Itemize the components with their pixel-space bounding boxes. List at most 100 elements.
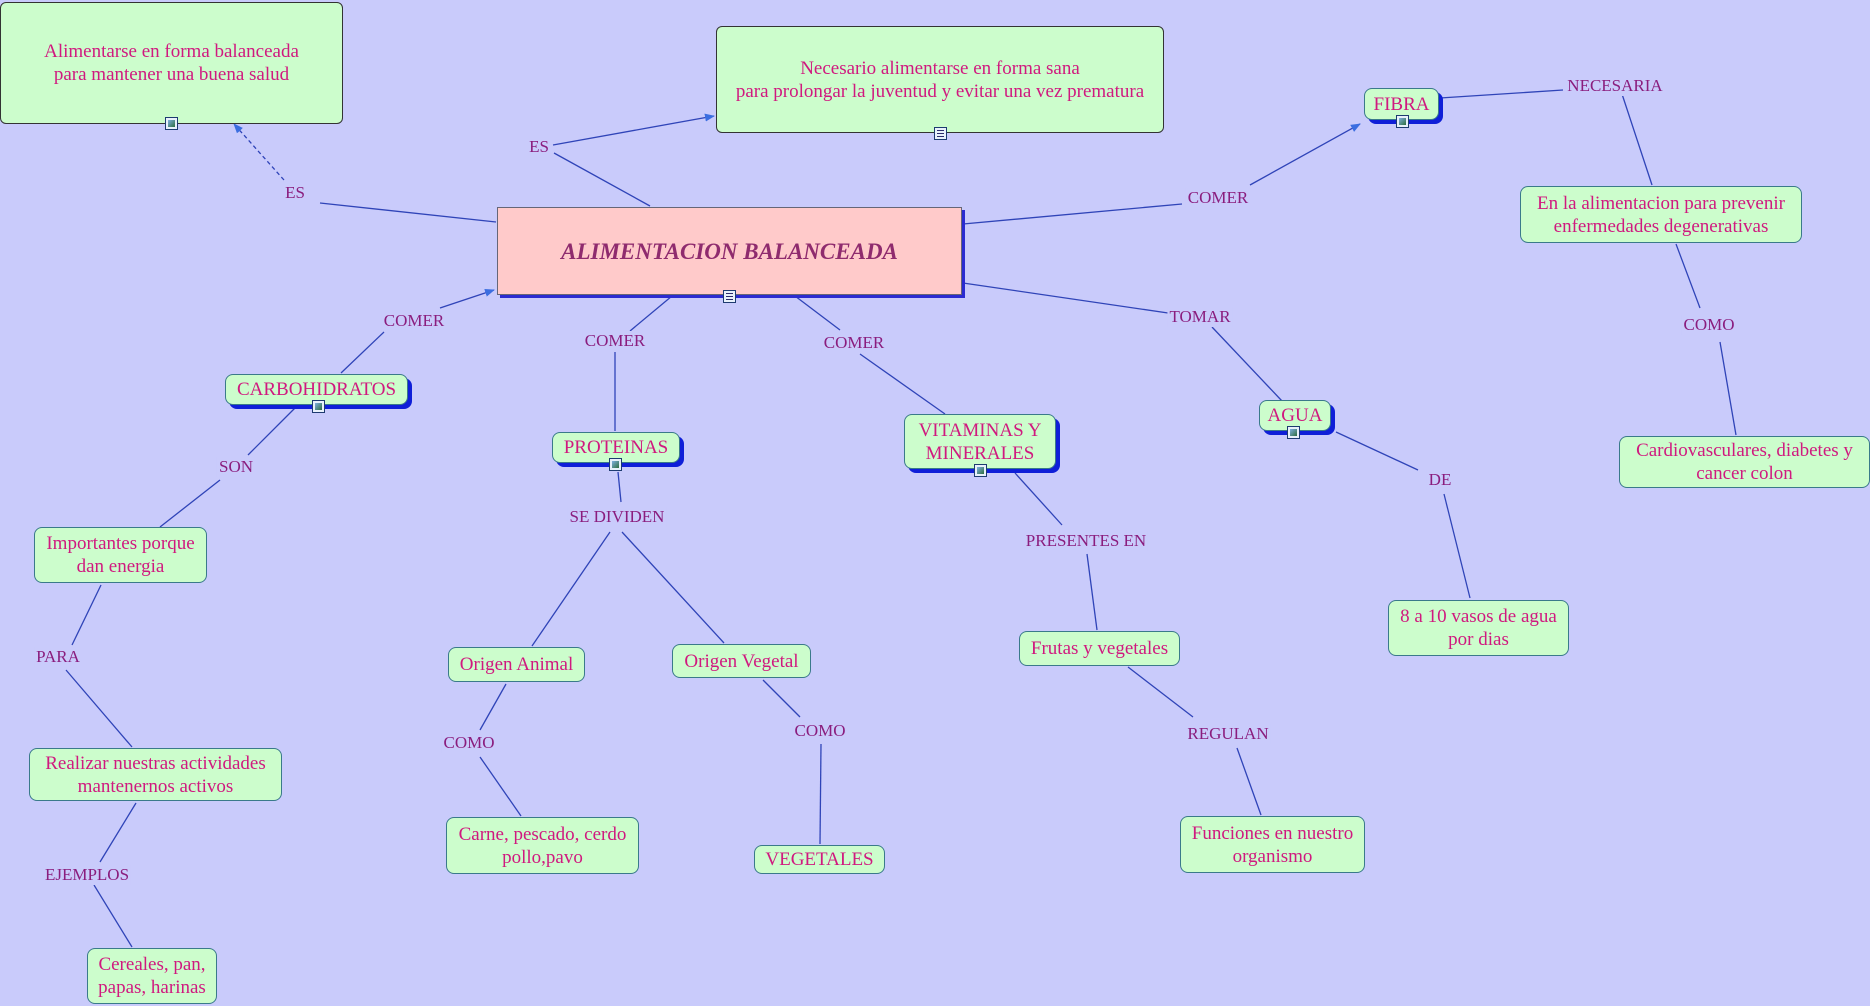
link-line [1086, 553, 1098, 631]
concept-text: Carne, pescado, cerdo [458, 823, 627, 845]
link-line [1335, 431, 1419, 471]
concept-cardiovasculares[interactable]: Cardiovasculares, diabetes y cancer colo… [1619, 436, 1870, 488]
link-line [1675, 243, 1701, 309]
link-label: COMER [582, 331, 648, 351]
concept-vasos-agua[interactable]: 8 a 10 vasos de agua por dias [1388, 600, 1569, 656]
concept-text: PROTEINAS [563, 437, 669, 458]
concept-importantes[interactable]: Importantes porque dan energia [34, 527, 207, 583]
link-label: SON [216, 457, 256, 477]
concept-origen-animal[interactable]: Origen Animal [448, 647, 585, 682]
link-label: SE DIVIDEN [567, 507, 667, 527]
link-line [629, 295, 673, 332]
link-line [794, 295, 841, 331]
document-icon[interactable] [723, 290, 736, 303]
link-label: ES [527, 137, 551, 157]
link-label: PRESENTES EN [1023, 531, 1149, 551]
image-icon[interactable] [1396, 115, 1409, 128]
concept-text: 8 a 10 vasos de agua [1400, 606, 1557, 627]
concept-forma-sana[interactable]: Necesario alimentarse en forma sana para… [716, 26, 1164, 133]
concept-text: para prolongar la juventud y evitar una … [735, 80, 1145, 102]
concept-text: enfermedades degenerativas [1553, 215, 1769, 237]
link-line [247, 407, 296, 456]
image-icon[interactable] [609, 458, 622, 471]
link-line [71, 584, 102, 646]
concept-text: Frutas y vegetales [1030, 638, 1169, 659]
concept-prevenir[interactable]: En la alimentacion para prevenir enferme… [1520, 186, 1802, 243]
link-label: NECESARIA [1565, 76, 1665, 96]
link-line [859, 353, 946, 415]
concept-text: para mantener una buena salud [53, 64, 290, 85]
link-line [340, 331, 385, 374]
concept-text: Necesario alimentarse en forma sana [800, 57, 1080, 79]
link-label: PARA [34, 647, 82, 667]
concept-fibra[interactable]: FIBRA [1364, 88, 1439, 120]
concept-text: VEGETALES [765, 849, 874, 870]
concept-text: MINERALES [925, 442, 1035, 464]
link-label: COMER [1185, 188, 1251, 208]
link-label: EJEMPLOS [42, 865, 132, 885]
concept-realizar-actividades[interactable]: Realizar nuestras actividades mantenerno… [29, 748, 282, 801]
image-icon[interactable] [974, 464, 987, 477]
link-line [1443, 493, 1471, 599]
concept-text: Origen Vegetal [684, 650, 799, 672]
link-label: DE [1426, 470, 1454, 490]
link-label: TOMAR [1167, 307, 1233, 327]
link-line [439, 289, 495, 309]
concept-text: Importantes porque [46, 533, 195, 554]
concept-text: AGUA [1267, 405, 1323, 426]
link-line [99, 802, 137, 863]
link-line [962, 282, 1169, 314]
image-icon[interactable] [165, 117, 178, 130]
main-concept-alimentacion-balanceada[interactable]: ALIMENTACION BALANCEADA [497, 207, 962, 295]
link-line [1236, 747, 1262, 816]
concept-text: por dias [1448, 629, 1509, 650]
link-line [319, 202, 497, 223]
concept-text: Realizar nuestras actividades [45, 752, 266, 774]
concept-text: Cereales, pan, [98, 954, 206, 975]
concept-proteinas[interactable]: PROTEINAS [552, 432, 680, 463]
concept-carbohidratos[interactable]: CARBOHIDRATOS [225, 374, 408, 405]
image-icon[interactable] [1287, 426, 1300, 439]
link-line [233, 123, 285, 181]
link-line [93, 884, 133, 948]
link-line [159, 479, 221, 528]
document-icon[interactable] [934, 127, 947, 140]
concept-carne[interactable]: Carne, pescado, cerdo pollo,pavo [446, 817, 639, 874]
link-line [621, 531, 725, 644]
link-label: ES [283, 183, 307, 203]
link-line [1127, 666, 1194, 718]
concept-origen-vegetal[interactable]: Origen Vegetal [672, 644, 811, 678]
concept-buena-salud[interactable]: Alimentarse en forma balanceada para man… [0, 2, 343, 124]
concept-text: dan energia [76, 556, 165, 577]
concept-text: cancer colon [1696, 463, 1793, 484]
link-label: REGULAN [1185, 724, 1271, 744]
link-line [1439, 89, 1564, 99]
concept-text: Funciones en nuestro [1191, 822, 1354, 844]
concept-text: papas, harinas [98, 977, 206, 998]
main-concept-text: ALIMENTACION BALANCEADA [561, 238, 898, 264]
link-label: COMER [381, 311, 447, 331]
concept-funciones[interactable]: Funciones en nuestro organismo [1180, 816, 1365, 873]
link-line [962, 203, 1183, 225]
concept-text: Origen Animal [459, 654, 574, 675]
concept-text: Cardiovasculares, diabetes y [1636, 440, 1853, 461]
link-line [1719, 341, 1737, 436]
link-line [1621, 93, 1653, 186]
concept-vegetales[interactable]: VEGETALES [754, 845, 885, 874]
link-line [479, 756, 522, 817]
link-line [1211, 326, 1283, 402]
concept-frutas-vegetales[interactable]: Frutas y vegetales [1019, 631, 1180, 666]
concept-text: En la alimentacion para prevenir [1537, 192, 1785, 214]
concept-text: organismo [1232, 845, 1313, 867]
concept-vitaminas-minerales[interactable]: VITAMINAS Y MINERALES [904, 414, 1056, 469]
concept-text: mantenernos activos [77, 775, 234, 797]
link-label: COMO [792, 721, 848, 741]
concept-cereales[interactable]: Cereales, pan, papas, harinas [87, 948, 217, 1004]
link-line [1249, 123, 1361, 186]
concept-text: pollo,pavo [502, 846, 583, 868]
link-line [819, 743, 822, 845]
link-line [762, 679, 801, 718]
link-line [65, 669, 133, 748]
link-line [552, 113, 715, 146]
image-icon[interactable] [312, 400, 325, 413]
